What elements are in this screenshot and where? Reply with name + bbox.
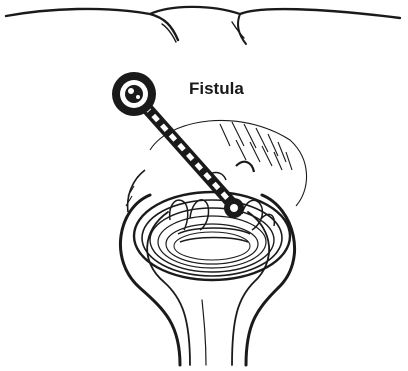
tissue-hatching — [126, 120, 307, 212]
fistula-external-opening — [112, 72, 156, 116]
buttocks-outline — [6, 7, 400, 44]
fistula-label: Fistula — [189, 79, 244, 98]
fistula-probe — [136, 96, 244, 218]
anal-crypts — [170, 162, 275, 242]
